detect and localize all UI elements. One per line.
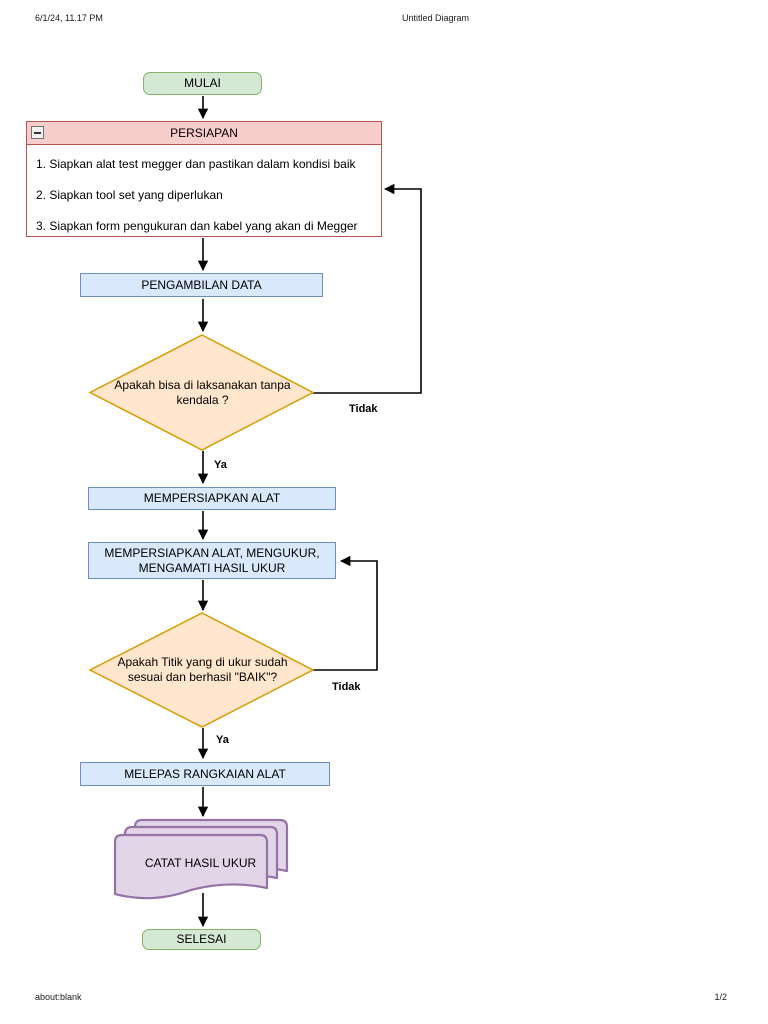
- node-mulai-label: MULAI: [184, 76, 221, 90]
- print-page-number: 1/2: [714, 992, 727, 1002]
- arrow-tidak-loop-mengukur: [313, 555, 378, 671]
- decision1-label: Apakah bisa di laksanakan tanpa kendala …: [114, 378, 291, 407]
- edge-label-ya-1: Ya: [214, 459, 227, 471]
- node-mempersiapkan-alat-label: MEMPERSIAPKAN ALAT: [143, 491, 281, 505]
- decision1-diamond: [88, 334, 315, 451]
- print-title: Untitled Diagram: [402, 13, 470, 23]
- persiapan-title: PERSIAPAN: [170, 126, 238, 140]
- persiapan-body: 1. Siapkan alat test megger dan pastikan…: [27, 145, 381, 233]
- node-mempersiapkan-alat: MEMPERSIAPKAN ALAT: [88, 487, 336, 510]
- document-stack: [113, 818, 289, 900]
- node-melepas-rangkaian: MELEPAS RANGKAIAN ALAT: [80, 762, 330, 786]
- arrow-tidak-loop-persiapan: [313, 183, 422, 394]
- node-mengukur-label: MEMPERSIAPKAN ALAT, MENGUKUR, MENGAMATI …: [104, 545, 320, 575]
- node-mulai: MULAI: [143, 72, 262, 95]
- node-melepas-rangkaian-label: MELEPAS RANGKAIAN ALAT: [124, 766, 286, 781]
- decision2-label: Apakah Titik yang di ukur sudah sesuai d…: [117, 655, 288, 684]
- node-pengambilan-data-label: PENGAMBILAN DATA: [141, 277, 262, 292]
- persiapan-item: 3. Siapkan form pengukuran dan kabel yan…: [36, 219, 358, 233]
- node-pengambilan-data: PENGAMBILAN DATA: [80, 273, 323, 297]
- edge-label-tidak-1: Tidak: [349, 403, 378, 415]
- persiapan-item: 2. Siapkan tool set yang diperlukan: [36, 188, 223, 202]
- print-timestamp: 6/1/24, 11.17 PM: [35, 13, 103, 23]
- persiapan-item: 1. Siapkan alat test megger dan pastikan…: [36, 157, 356, 171]
- edge-label-ya-2: Ya: [216, 734, 229, 746]
- collapse-minus-icon: [31, 126, 44, 139]
- persiapan-header: PERSIAPAN: [27, 122, 381, 145]
- print-source-url: about:blank: [35, 992, 82, 1002]
- document-sheet-front: [113, 833, 269, 900]
- decision2-diamond: [88, 612, 315, 728]
- node-persiapan-container: PERSIAPAN 1. Siapkan alat test megger da…: [26, 121, 382, 237]
- edge-label-tidak-2: Tidak: [332, 681, 361, 693]
- node-mengukur: MEMPERSIAPKAN ALAT, MENGUKUR, MENGAMATI …: [88, 542, 336, 579]
- node-selesai-label: SELESAI: [176, 932, 227, 946]
- node-selesai: SELESAI: [142, 929, 261, 950]
- document-catat-label: CATAT HASIL UKUR: [144, 856, 257, 870]
